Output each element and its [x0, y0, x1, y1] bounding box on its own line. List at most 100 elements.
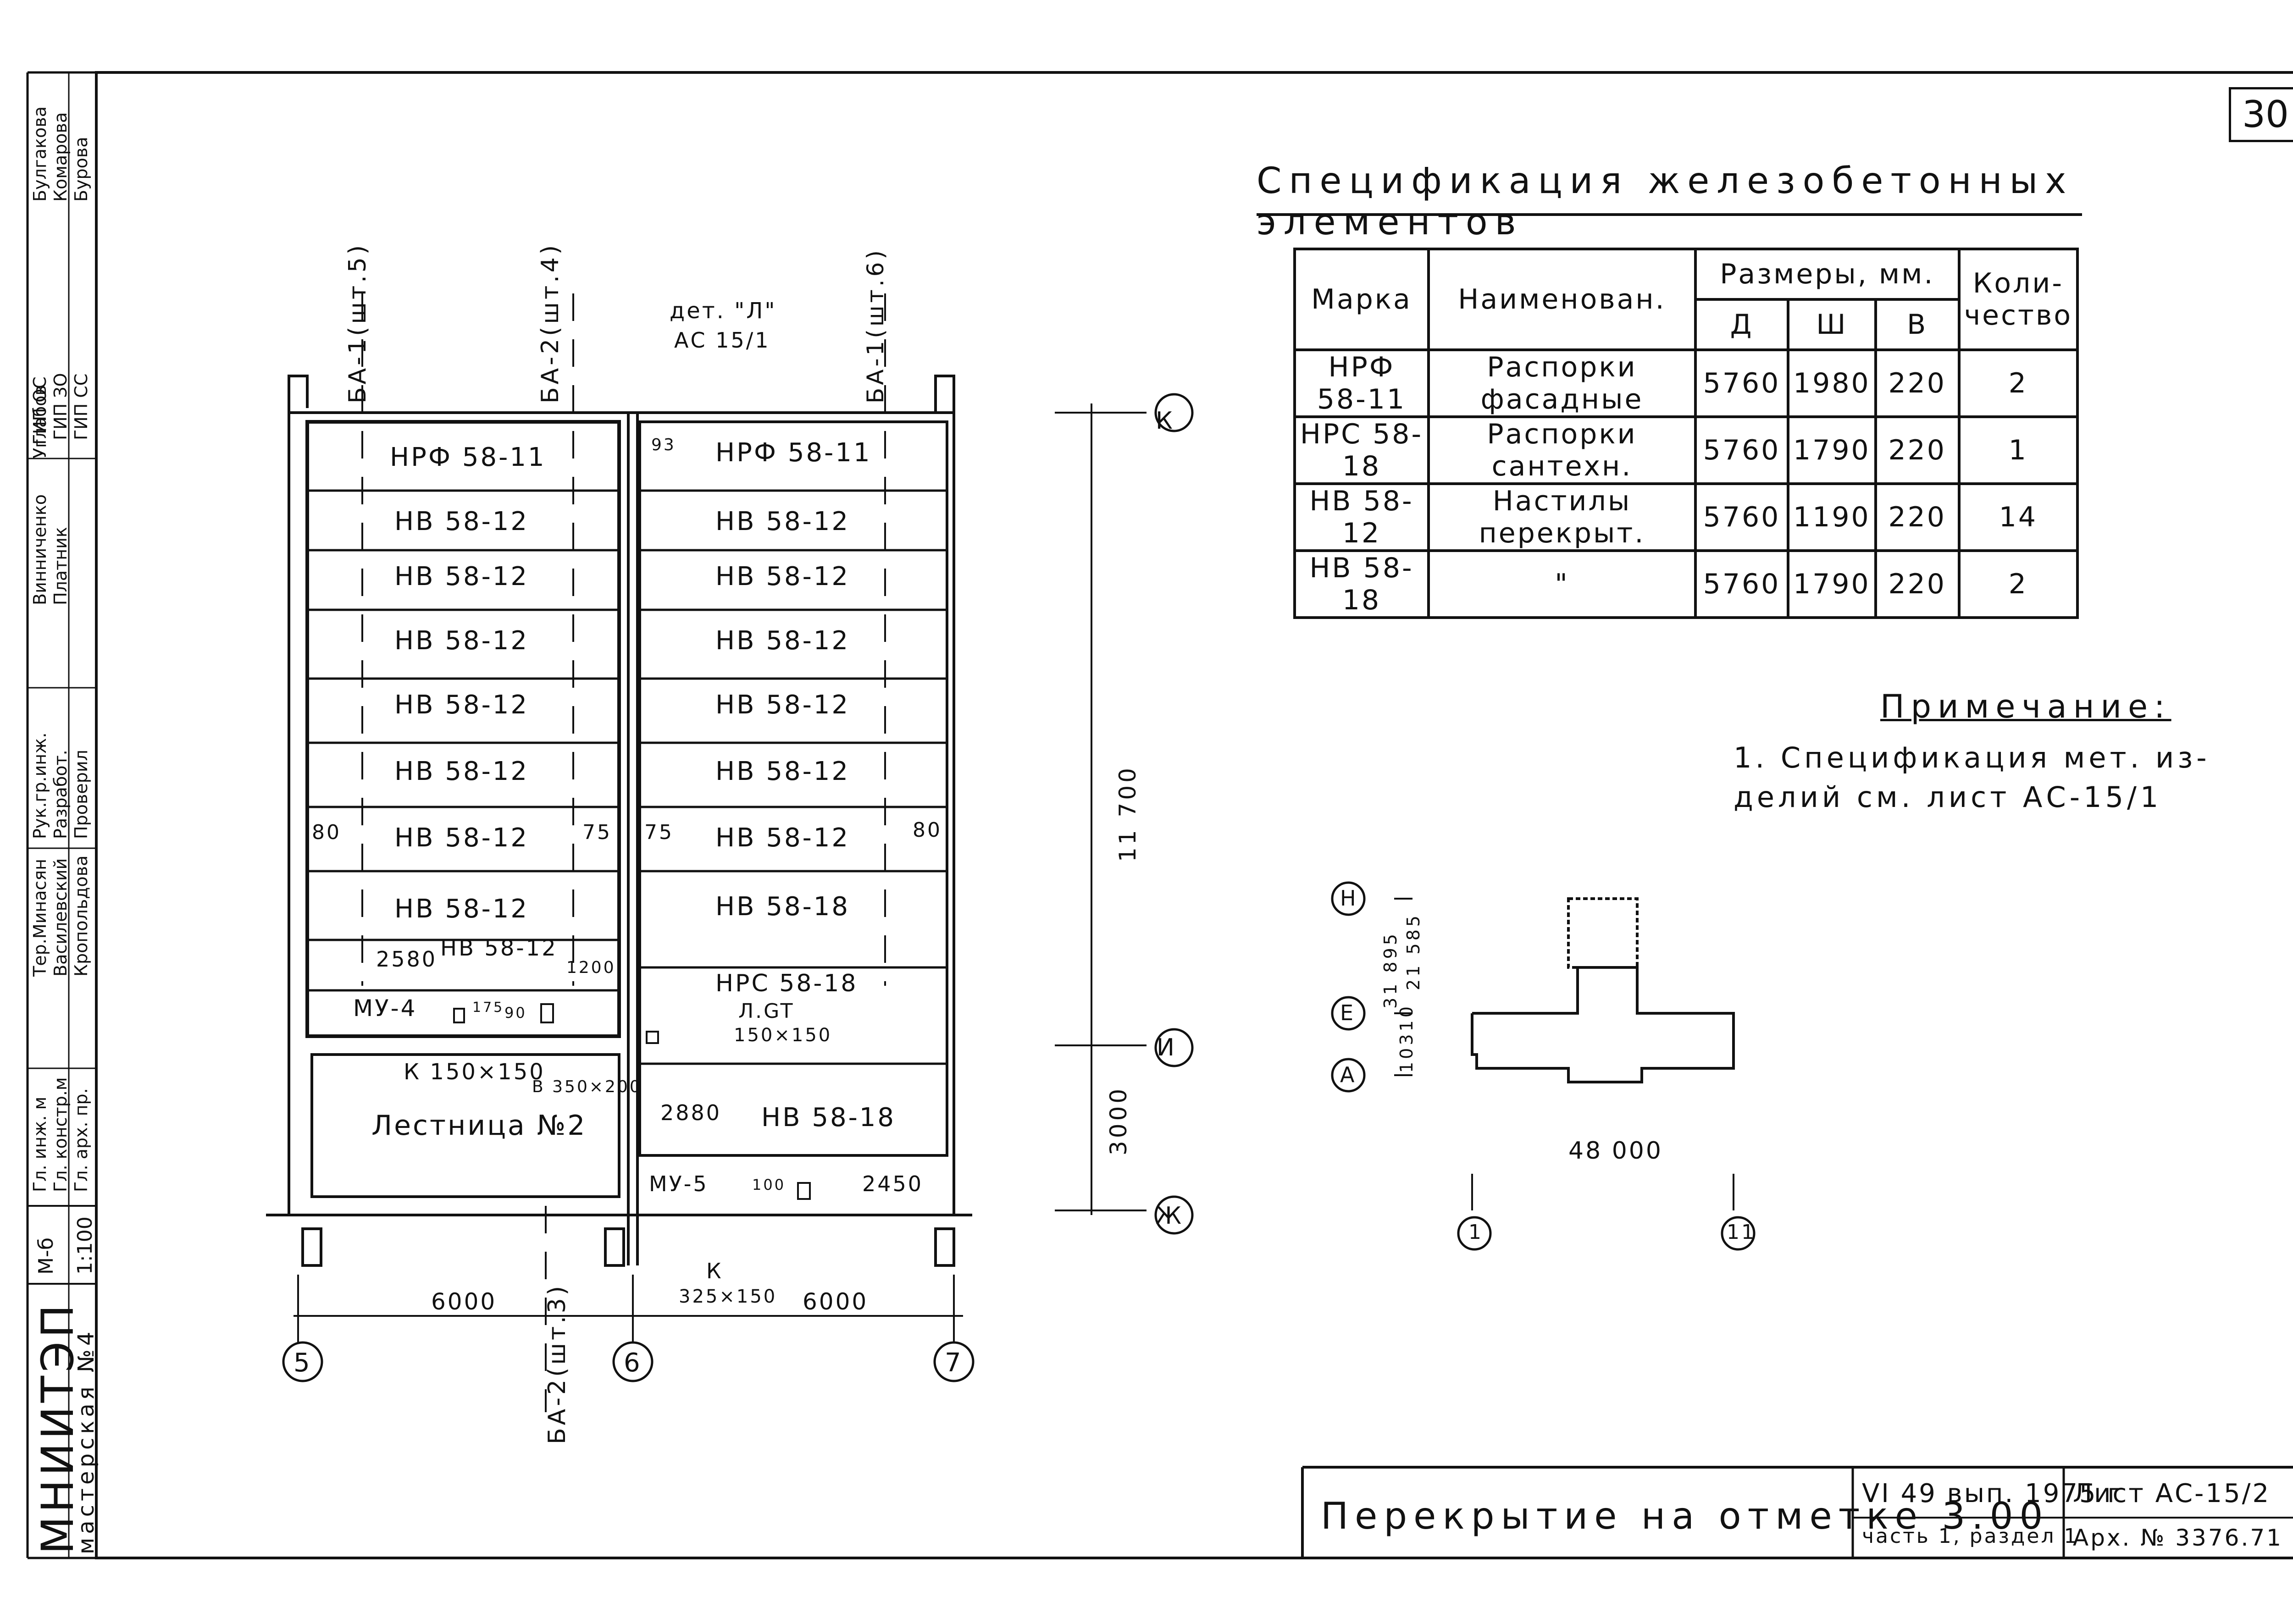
- dim-label: 2580: [376, 947, 438, 972]
- note-text: 1. Спецификация мет. из- делий см. лист …: [1734, 741, 2210, 814]
- stamp-role: Василевский: [50, 858, 71, 977]
- sheet-number: 30: [2229, 87, 2293, 142]
- detail-ref: АС 15/1: [674, 328, 770, 353]
- column-label: Л.GT: [738, 1000, 795, 1023]
- dim-11700: 11 700: [1114, 765, 1141, 862]
- axis-label: 11: [1727, 1221, 1756, 1244]
- table-row: НВ 58-12 Настилы перекрыт. 5760 1190 220…: [1293, 482, 2079, 552]
- ba1-right-label: БА-1(шт.6): [862, 248, 889, 403]
- stamp-role: Разработ.: [50, 750, 71, 839]
- spec-cell: 220: [1874, 348, 1961, 418]
- drawing-title: Перекрытие на отметке 3.00: [1321, 1495, 2049, 1537]
- spec-header-qty: Коли- чество: [1957, 248, 2079, 351]
- detail-label: дет. "Л": [670, 298, 777, 324]
- dim-31895: 31 895: [1380, 931, 1401, 1009]
- axis-label: К: [1156, 407, 1174, 435]
- column-size: 325×150: [679, 1286, 777, 1307]
- slab-label: НВ 58-12: [440, 935, 558, 961]
- slab-label: НВ 58-12: [394, 757, 529, 786]
- dim-label: 6000: [431, 1288, 497, 1315]
- slab-label: НВ 58-12: [715, 757, 850, 786]
- dim-label: 75: [582, 821, 612, 844]
- spec-cell: 1790: [1787, 415, 1877, 485]
- axis-label: 5: [294, 1348, 312, 1378]
- axis-label: Н: [1340, 886, 1358, 911]
- mu5-label: МУ-5: [649, 1171, 709, 1196]
- stamp-role: Булгакова: [30, 106, 50, 202]
- part-label: часть 1, раздел 1: [1862, 1525, 2079, 1548]
- dim-21585: 21 585: [1403, 913, 1423, 990]
- spec-cell: 2: [1957, 348, 2079, 418]
- spec-header-sh: Ш: [1787, 298, 1877, 351]
- spec-header-v: В: [1874, 298, 1961, 351]
- stamp-role: Гл. констр.м: [50, 1077, 71, 1192]
- spec-title-underline: [1257, 213, 2082, 216]
- dim-label: 93: [651, 436, 676, 454]
- dim-10310: 10310: [1396, 1004, 1417, 1073]
- dim-label: 2880: [660, 1100, 722, 1125]
- table-row: НРС 58-18 Распорки сантехн. 5760 1790 22…: [1293, 415, 2079, 485]
- stamp-role: Кропольдова: [71, 855, 91, 977]
- spec-cell: 5760: [1694, 482, 1789, 552]
- slab-label: НВ 58-12: [715, 562, 850, 591]
- spec-cell: Настилы перекрыт.: [1427, 482, 1697, 552]
- stamp-role: Проверил: [71, 750, 91, 839]
- beam-label: В 350×200: [532, 1077, 642, 1096]
- dim-label: 100: [752, 1176, 786, 1193]
- dim-label: 75: [644, 821, 674, 844]
- slab-label: НРС 58-18: [715, 970, 858, 997]
- slab-label: НВ 58-12: [394, 562, 529, 591]
- spec-cell: 220: [1874, 549, 1961, 619]
- axis-label: 1: [1468, 1221, 1483, 1244]
- slab-label: НВ 58-12: [394, 823, 529, 853]
- dim-label: 80: [312, 821, 341, 844]
- spec-cell: Распорки фасадные: [1427, 348, 1697, 418]
- axis-label: Е: [1340, 1000, 1356, 1025]
- stamp-role: Тер.Минасян: [30, 858, 50, 977]
- sheet-label: Лист АС-15/2: [2073, 1479, 2271, 1508]
- slab-label: НВ 58-12: [394, 690, 529, 720]
- stamp-role: ГИП СС: [71, 373, 91, 440]
- slab-label: НВ 58-12: [394, 626, 529, 656]
- spec-header-d: Д: [1694, 298, 1789, 351]
- dim-label: 6000: [803, 1288, 869, 1315]
- dim-3000: 3000: [1105, 1086, 1132, 1155]
- axis-label: А: [1340, 1062, 1357, 1087]
- spec-title: Спецификация железобетонных элементов: [1257, 160, 2074, 243]
- ba1-left-label: БА-1(шт.5): [344, 242, 371, 403]
- note-title: Примечание:: [1880, 688, 2171, 725]
- stamp-role: Винниченко: [30, 494, 50, 605]
- slab-label: НВ 58-12: [715, 507, 850, 536]
- slab-label: НВ 58-12: [394, 507, 529, 536]
- stamp-role: Рук.гр.инж.: [30, 732, 50, 839]
- table-row: НРФ 58-11 Распорки фасадные 5760 1980 22…: [1293, 348, 2079, 418]
- slab-label: НВ 58-12: [715, 823, 850, 853]
- spec-cell: Распорки сантехн.: [1427, 415, 1697, 485]
- dim-label: 2450: [862, 1171, 924, 1196]
- dim-48000: 48 000: [1568, 1137, 1663, 1165]
- workshop-name: мастерская №4: [73, 1328, 99, 1554]
- spec-cell: 14: [1957, 482, 2079, 552]
- spec-cell: 1: [1957, 415, 2079, 485]
- spec-cell: ": [1427, 549, 1697, 619]
- stair-label: Лестница №2: [371, 1110, 587, 1142]
- spec-cell: 5760: [1694, 348, 1789, 418]
- stamp-role: Гл. инж. м: [30, 1096, 50, 1192]
- spec-cell: 220: [1874, 415, 1961, 485]
- series-label: VI 49 вып. 1975 г: [1862, 1479, 2123, 1508]
- column-label: К: [706, 1259, 723, 1283]
- stamp-role: Гл. арх. пр.: [71, 1088, 91, 1192]
- archive-label: Арх. № 3376.71: [2073, 1525, 2283, 1551]
- slab-label: НВ 58-18: [715, 892, 850, 922]
- dim-label: 175: [472, 1000, 504, 1016]
- spec-cell: НРС 58-18: [1293, 415, 1430, 485]
- spec-cell: 5760: [1694, 415, 1789, 485]
- ba2-mid-label: БА-2(шт.4): [537, 242, 564, 403]
- axis-label: 6: [624, 1348, 642, 1378]
- scale-value: 1:100: [73, 1216, 97, 1275]
- axis-label: И: [1157, 1034, 1176, 1061]
- slab-label: НВ 58-18: [761, 1103, 896, 1132]
- axis-label: 7: [945, 1348, 963, 1378]
